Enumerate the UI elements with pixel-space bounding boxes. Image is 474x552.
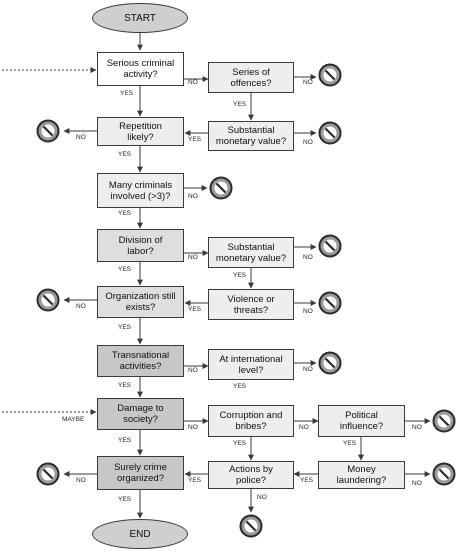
edge-label-yes: YES [233, 101, 247, 108]
edge-label-no: NO [188, 367, 198, 374]
edge-label-no: NO [257, 494, 267, 501]
edge-label-yes: YES [188, 136, 202, 143]
no-entry-icon [318, 291, 342, 315]
no-entry-icon [318, 351, 342, 375]
no-entry-icon [239, 514, 263, 538]
edge-label-no: NO [303, 254, 313, 261]
edge-label-no: NO [303, 366, 313, 373]
edge-label-no: NO [303, 79, 313, 86]
edge-label-yes: YES [118, 324, 132, 331]
edge-label-yes: YES [188, 306, 202, 313]
no-entry-icon [36, 462, 60, 486]
start-label: START [124, 12, 156, 24]
edge-label-yes: YES [118, 437, 132, 444]
end-node: END [92, 519, 188, 549]
edge-label-no: NO [303, 308, 313, 315]
edge-label-no: NO [188, 254, 198, 261]
no-entry-icon [318, 234, 342, 258]
no-entry-icon [318, 63, 342, 87]
edge-label-yes: YES [233, 383, 247, 390]
no-entry-icon [432, 462, 456, 486]
edge-label-no: NO [188, 79, 198, 86]
no-entry-icon [318, 121, 342, 145]
edge-label-yes: YES [300, 477, 314, 484]
no-entry-icon [36, 288, 60, 312]
edge-label-no: NO [303, 139, 313, 146]
edge-label-yes: YES [118, 151, 132, 158]
no-entry-icon [209, 176, 233, 200]
edge-label-yes: YES [343, 440, 357, 447]
edge-label-no: NO [188, 193, 198, 200]
edge-label-yes: YES [188, 477, 202, 484]
no-entry-icon [432, 409, 456, 433]
edge-label-yes: YES [233, 440, 247, 447]
edge-label-yes: YES [120, 90, 134, 97]
edge-label-no: NO [412, 480, 422, 487]
edge-label-no: NO [188, 424, 198, 431]
edge-label-no: NO [76, 303, 86, 310]
edge-label-no: NO [412, 424, 422, 431]
edge-label-no: NO [76, 477, 86, 484]
end-label: END [129, 528, 151, 540]
start-node: START [92, 3, 188, 33]
edge-label-no: NO [299, 424, 309, 431]
edge-label-no: NO [76, 134, 86, 141]
edge-label-yes: YES [118, 210, 132, 217]
edge-label-yes: YES [233, 272, 247, 279]
no-entry-icon [36, 119, 60, 143]
edge-label-yes: YES [118, 382, 132, 389]
edge-label-yes: YES [118, 496, 132, 503]
edge-label-maybe: MAYBE [62, 416, 85, 423]
edge-label-yes: YES [118, 266, 132, 273]
